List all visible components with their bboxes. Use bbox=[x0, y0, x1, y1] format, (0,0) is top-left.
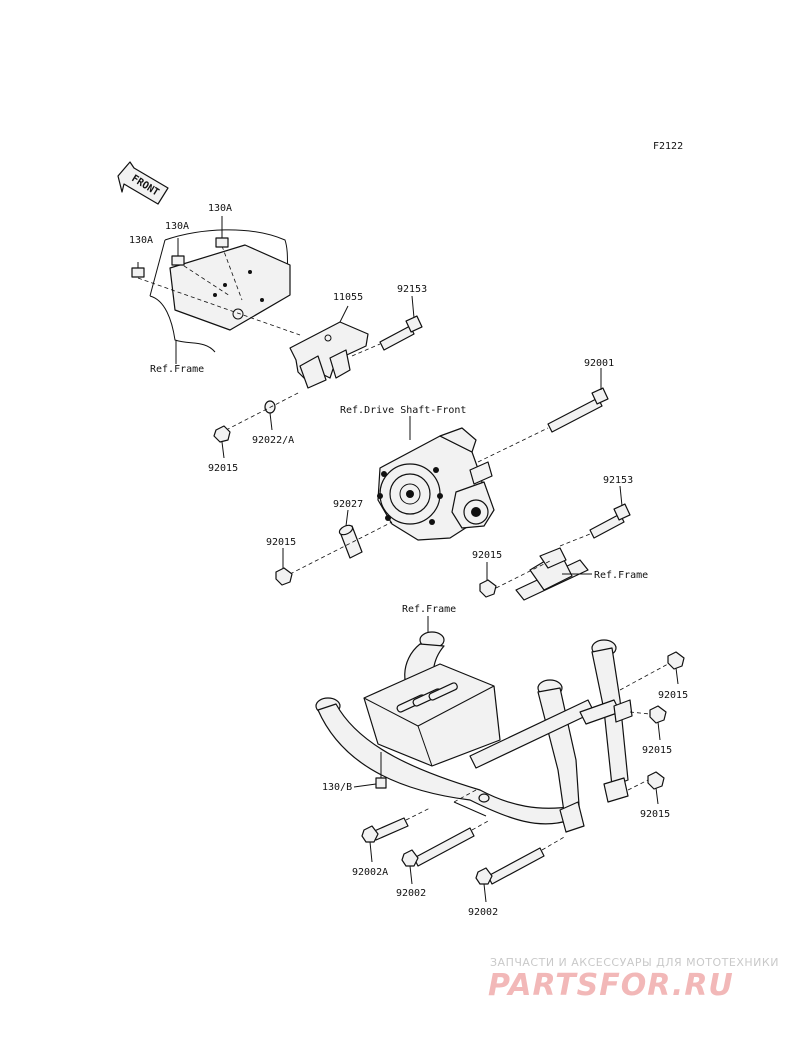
label-ref-frame-2: Ref.Frame bbox=[594, 570, 648, 581]
label-92002-1: 92002 bbox=[396, 888, 426, 899]
label-92002-2: 92002 bbox=[468, 907, 498, 918]
watermark-brand: PARTSFOR.RU bbox=[488, 968, 734, 1003]
label-92027: 92027 bbox=[333, 499, 363, 510]
upper-frame-section bbox=[137, 229, 301, 353]
label-130a-3: 130A bbox=[208, 203, 232, 214]
label-130a-2: 130A bbox=[165, 221, 189, 232]
rear-mount-bracket bbox=[495, 547, 592, 601]
nut-92015-f bbox=[627, 771, 665, 805]
watermark-caption: ЗАПЧАСТИ И АКСЕССУАРЫ ДЛЯ МОТОТЕХНИКИ bbox=[490, 956, 779, 969]
label-92015-b: 92015 bbox=[266, 537, 296, 548]
figure-code: F2122 bbox=[653, 141, 683, 152]
label-92015-d: 92015 bbox=[658, 690, 688, 701]
label-11055: 11055 bbox=[333, 292, 363, 303]
label-ref-drive-shaft: Ref.Drive Shaft-Front bbox=[340, 405, 466, 416]
bolt-92001 bbox=[477, 368, 609, 463]
label-92153-top: 92153 bbox=[397, 284, 427, 295]
bolt-130a-2 bbox=[171, 238, 185, 266]
front-arrow-icon: FRONT bbox=[117, 161, 169, 205]
nut-92015-b bbox=[275, 548, 293, 586]
label-130b: 130/B bbox=[322, 782, 352, 793]
bolt-92002-1 bbox=[401, 819, 491, 885]
label-92015-e: 92015 bbox=[642, 745, 672, 756]
collar-92027 bbox=[289, 509, 393, 575]
label-130a-1: 130A bbox=[129, 235, 153, 246]
label-ref-frame-1: Ref.Frame bbox=[150, 364, 204, 375]
label-92022a: 92022/A bbox=[252, 435, 294, 446]
label-ref-frame-3: Ref.Frame bbox=[402, 604, 456, 615]
nut-92015-c bbox=[479, 562, 497, 598]
label-92153-mid: 92153 bbox=[603, 475, 633, 486]
bolt-130b bbox=[353, 752, 387, 789]
lower-frame bbox=[315, 631, 633, 833]
nut-92015-d bbox=[619, 651, 685, 691]
label-92015-f: 92015 bbox=[640, 809, 670, 820]
label-92015-a: 92015 bbox=[208, 463, 238, 474]
bolt-92153-top bbox=[351, 295, 423, 357]
front-gear-case bbox=[377, 427, 495, 541]
label-92001: 92001 bbox=[584, 358, 614, 369]
bracket-11055 bbox=[289, 305, 369, 389]
nut-92015-e bbox=[629, 705, 667, 741]
bolt-130a-1 bbox=[131, 262, 145, 278]
washer-92022a bbox=[225, 391, 301, 431]
bolt-130a-3 bbox=[215, 216, 229, 248]
nut-92015-a bbox=[213, 425, 231, 459]
label-92015-c: 92015 bbox=[472, 550, 502, 561]
bolt-92002-2 bbox=[475, 835, 567, 903]
bolt-92153-mid bbox=[559, 485, 631, 547]
bolt-92002a bbox=[361, 807, 431, 863]
label-92002a: 92002A bbox=[352, 867, 388, 878]
